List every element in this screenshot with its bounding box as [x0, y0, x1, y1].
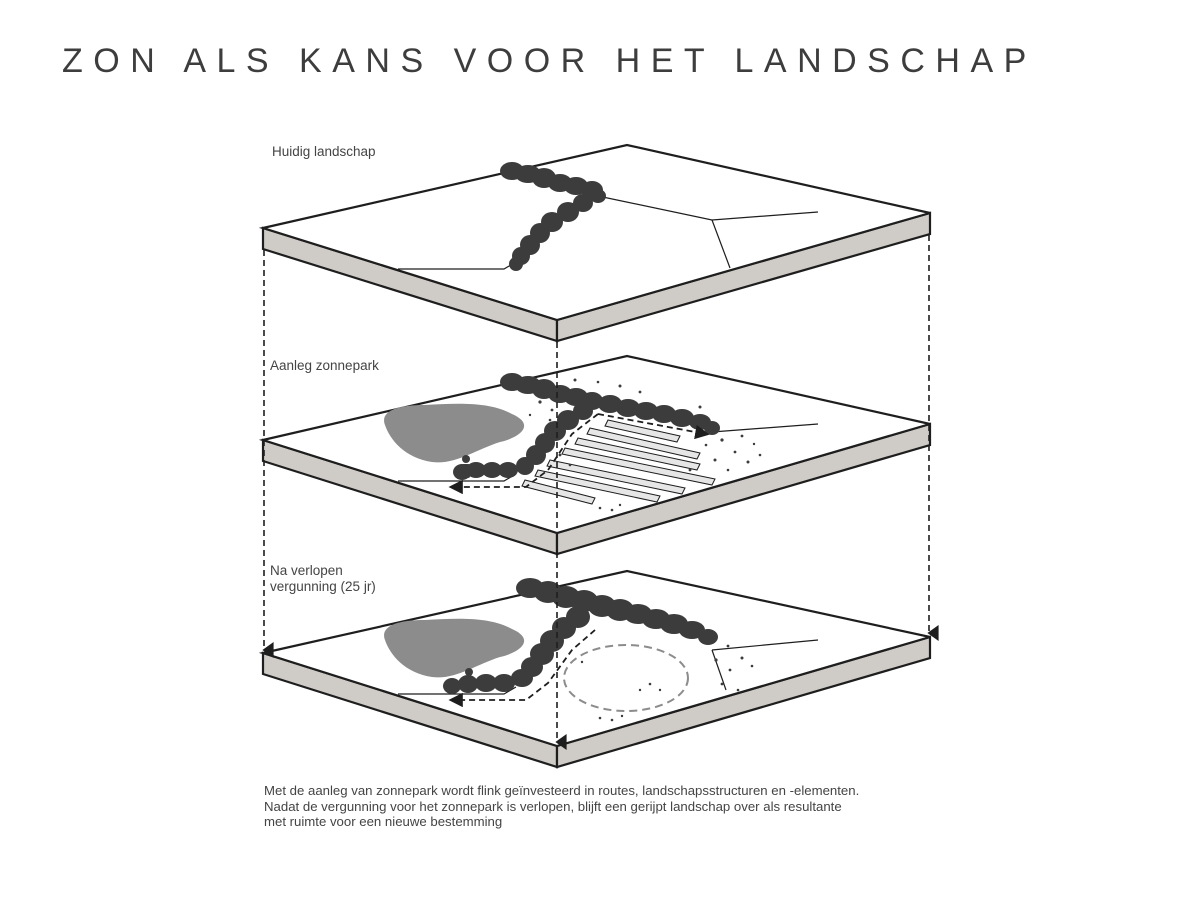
hedgerow: [453, 373, 720, 480]
field-boundary: [711, 423, 819, 433]
pond: [384, 403, 525, 463]
layer-construction: [258, 354, 932, 556]
route-arrow: [448, 629, 596, 708]
layer-label-after-permit-line1: Na verlopen: [270, 563, 343, 578]
layer-current: [258, 143, 932, 343]
field-boundary: [398, 686, 517, 695]
route-arrow: [448, 413, 599, 495]
scattered-shrubs: [528, 378, 762, 512]
person-icon: [465, 668, 473, 691]
field-boundary: [711, 649, 727, 691]
layer-label-after-permit-line2: vergunning (25 jr): [270, 579, 376, 594]
person-icon: [462, 455, 470, 478]
layer-label-construction: Aanleg zonnepark: [270, 358, 379, 373]
solar-panels: [521, 419, 716, 505]
layer-label-after-permit: Na verlopen vergunning (25 jr): [270, 563, 376, 595]
pond: [384, 618, 525, 678]
layer-after-permit: [258, 569, 932, 769]
route-arrow: [597, 413, 710, 440]
hedgerow: [500, 162, 606, 271]
caption: Met de aanleg van zonnepark wordt flink …: [264, 783, 859, 830]
layer-connectors: [262, 235, 939, 750]
caption-line: Met de aanleg van zonnepark wordt flink …: [264, 783, 860, 798]
scattered-shrubs: [580, 644, 754, 722]
page-title: ZON ALS KANS VOOR HET LANDSCHAP: [62, 42, 1037, 80]
slab-top: [258, 143, 931, 322]
future-destination-circle: [563, 644, 689, 712]
hedgerow: [443, 578, 718, 694]
caption-line: Nadat de vergunning voor het zonnepark i…: [264, 798, 842, 814]
layer-label-current: Huidig landschap: [272, 144, 376, 159]
caption-line: met ruimte voor een nieuwe bestemming: [264, 814, 503, 830]
field-boundary: [711, 639, 819, 651]
field-boundary: [711, 219, 731, 269]
